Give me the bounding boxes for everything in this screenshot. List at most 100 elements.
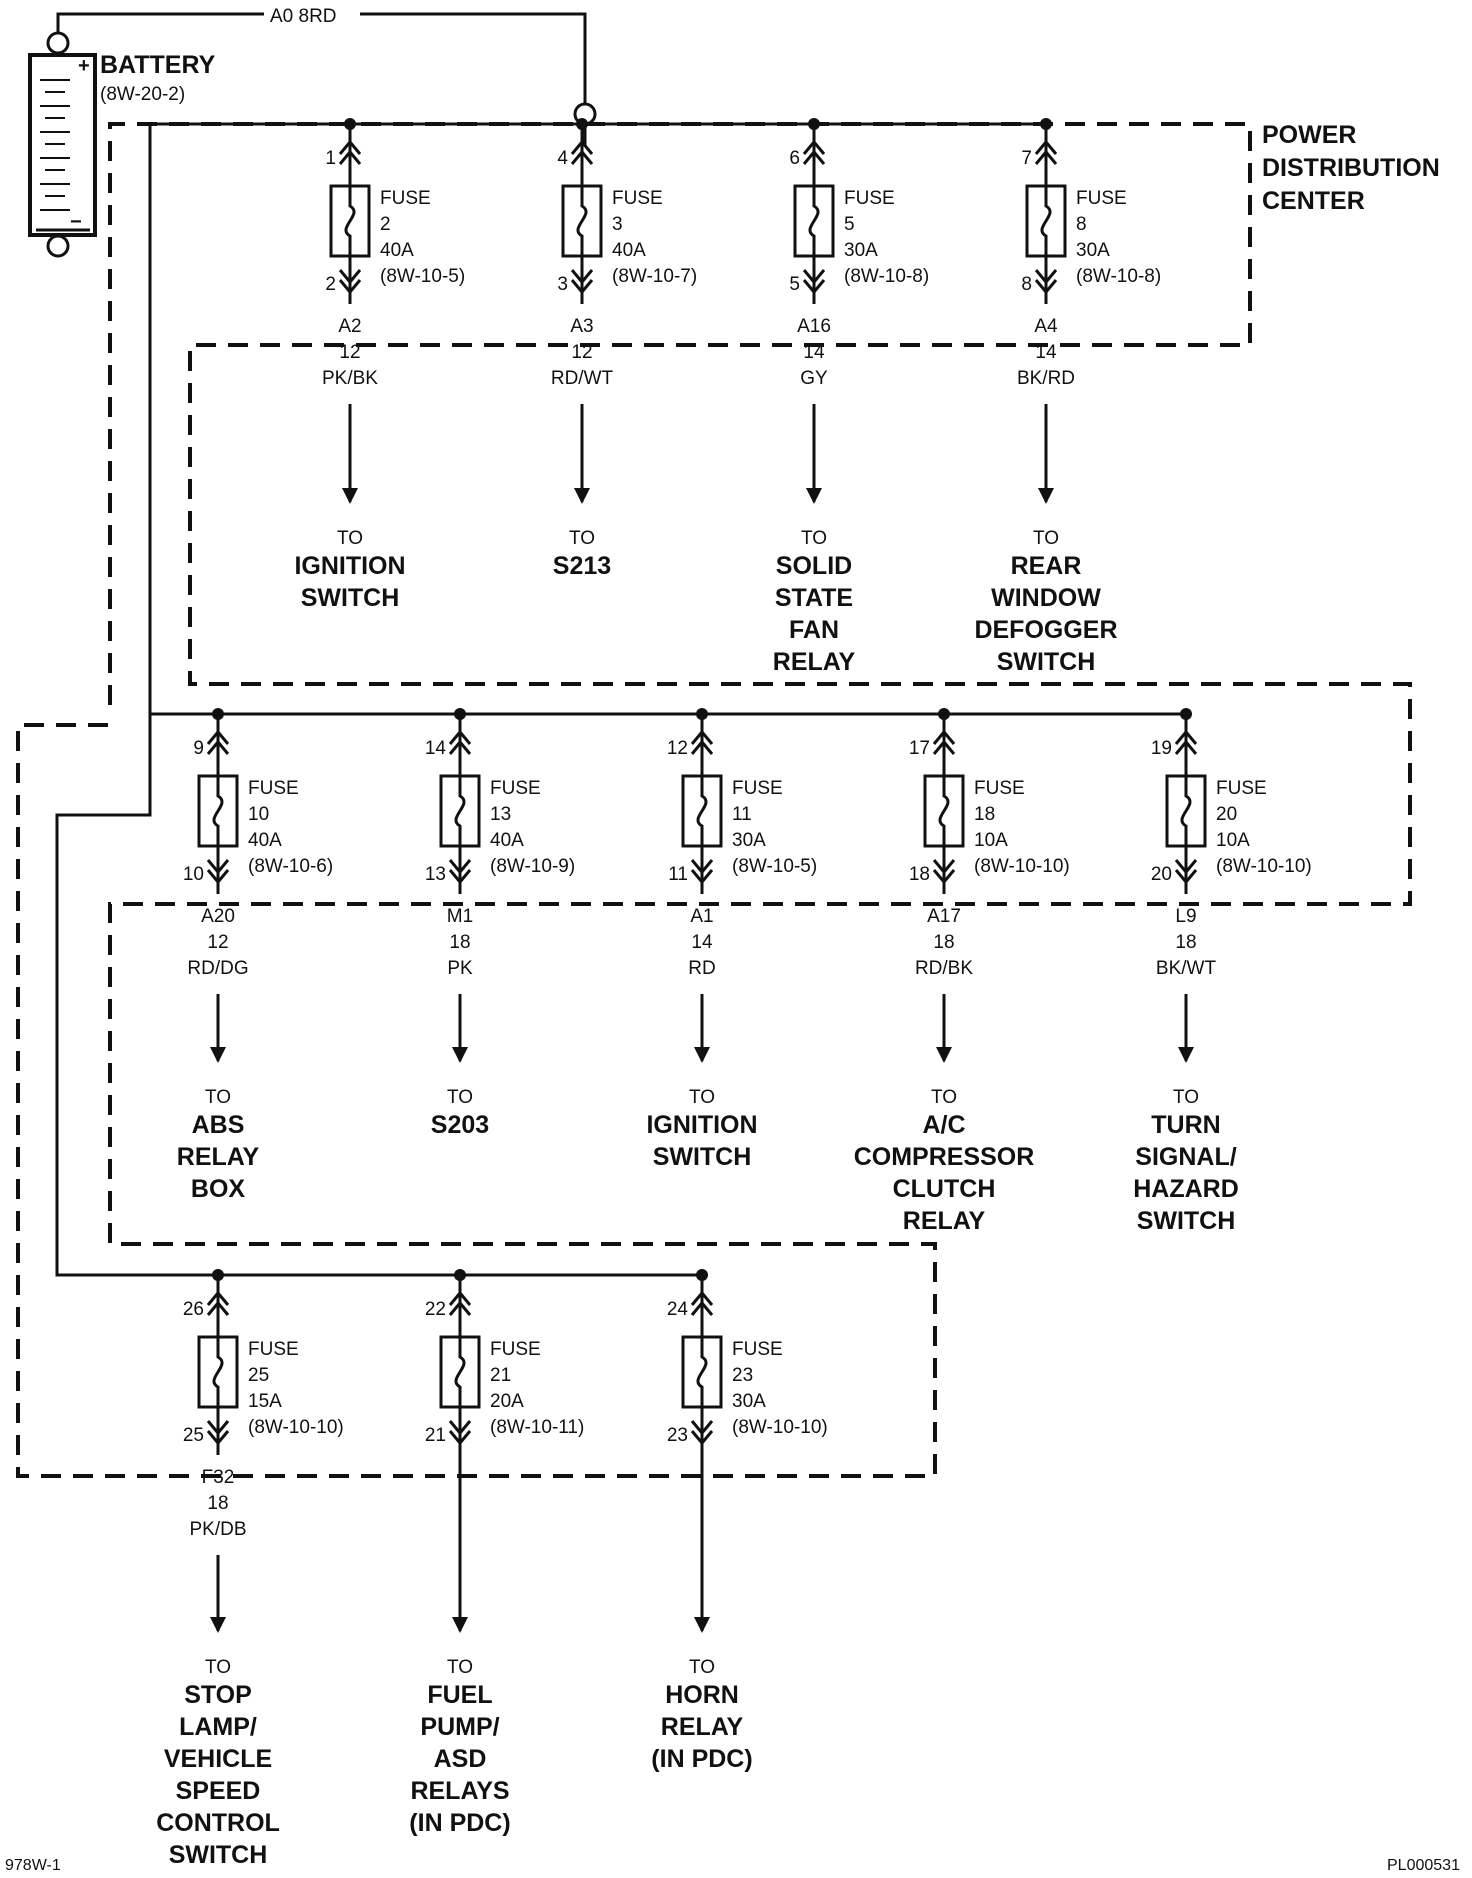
pin-out-label: 23 xyxy=(667,1425,688,1446)
destination-label: ABS xyxy=(192,1111,245,1139)
fuse-number: 18 xyxy=(974,804,995,825)
fuse-word: FUSE xyxy=(844,188,895,209)
fuse-rating: 30A xyxy=(1076,240,1110,261)
fuse-word: FUSE xyxy=(612,188,663,209)
fuse-ref: (8W-10-6) xyxy=(248,856,333,877)
destination-label: RELAY xyxy=(773,648,856,676)
fuse-10: 910FUSE1040A(8W-10-6)A2012RD/DGTOABSRELA… xyxy=(177,708,333,1203)
destination-label: SWITCH xyxy=(997,648,1096,676)
pin-out-label: 25 xyxy=(183,1425,204,1446)
wire-gauge: 14 xyxy=(691,932,713,953)
pin-in-label: 24 xyxy=(667,1299,689,1320)
destination-label: IGNITION xyxy=(294,552,405,580)
destination-label: SIGNAL/ xyxy=(1135,1143,1236,1171)
fuse-rating: 40A xyxy=(248,830,282,851)
pin-out-label: 10 xyxy=(183,864,204,885)
fuse-number: 20 xyxy=(1216,804,1237,825)
destination-label: TURN xyxy=(1151,1111,1220,1139)
fuse-word: FUSE xyxy=(490,1339,541,1360)
pdc-boundary xyxy=(16,122,1412,1478)
wire-color: BK/RD xyxy=(1017,368,1075,389)
fuse-circuits: 12FUSE240A(8W-10-5)A212PK/BKTOIGNITIONSW… xyxy=(156,118,1312,1869)
wire-gauge: 18 xyxy=(449,932,470,953)
fuse-element xyxy=(344,186,356,256)
arrow-icon xyxy=(574,488,590,504)
destination-label: SWITCH xyxy=(169,1841,268,1869)
pin-in-label: 22 xyxy=(425,1299,446,1320)
fuse-word: FUSE xyxy=(1076,188,1127,209)
circuit-id: A3 xyxy=(570,316,593,337)
destination-label: REAR xyxy=(1011,552,1082,580)
pin-in-label: 26 xyxy=(183,1299,204,1320)
fuse-5: 65FUSE530A(8W-10-8)A1614GYTOSOLIDSTATEFA… xyxy=(773,118,929,676)
circuit-id: A4 xyxy=(1034,316,1058,337)
destination-label: A/C xyxy=(922,1111,965,1139)
fuse-element xyxy=(808,186,820,256)
wire-color: RD/DG xyxy=(187,958,248,979)
arrow-icon xyxy=(452,1047,468,1063)
fuse-number: 23 xyxy=(732,1365,753,1386)
to-label: TO xyxy=(689,1087,715,1108)
to-label: TO xyxy=(931,1087,957,1108)
destination-label: SOLID xyxy=(776,552,852,580)
fuse-ref: (8W-10-10) xyxy=(248,1417,344,1438)
wire-gauge: 12 xyxy=(339,342,360,363)
fuse-rating: 15A xyxy=(248,1391,282,1412)
arrow-icon xyxy=(1178,1047,1194,1063)
destination-label: STATE xyxy=(775,584,853,612)
wire-gauge: 12 xyxy=(207,932,228,953)
fuse-ref: (8W-10-11) xyxy=(490,1417,584,1438)
destination-label: FAN xyxy=(789,616,839,644)
battery: + − BATTERY (8W-20-2) xyxy=(28,31,216,258)
fuse-element xyxy=(454,1337,466,1407)
fuse-element xyxy=(1180,776,1192,846)
fuse-element xyxy=(696,776,708,846)
fuse-number: 13 xyxy=(490,804,511,825)
fuse-rating: 10A xyxy=(1216,830,1250,851)
to-label: TO xyxy=(205,1657,231,1678)
fuse-8: 78FUSE830A(8W-10-8)A414BK/RDTOREARWINDOW… xyxy=(974,118,1161,676)
to-label: TO xyxy=(689,1657,715,1678)
pin-out-label: 21 xyxy=(425,1425,446,1446)
fuse-element xyxy=(696,1337,708,1407)
pin-in-label: 19 xyxy=(1151,738,1172,759)
wire-color: BK/WT xyxy=(1156,958,1217,979)
destination-label: CLUTCH xyxy=(893,1175,996,1203)
arrow-icon xyxy=(452,1617,468,1633)
fuse-number: 21 xyxy=(490,1365,511,1386)
fuse-rating: 40A xyxy=(490,830,524,851)
fuse-word: FUSE xyxy=(380,188,431,209)
arrow-icon xyxy=(342,488,358,504)
arrow-icon xyxy=(1038,488,1054,504)
fuse-ref: (8W-10-7) xyxy=(612,266,697,287)
destination-label: SWITCH xyxy=(1137,1207,1236,1235)
destination-label: FUEL xyxy=(427,1681,492,1709)
fuse-element xyxy=(212,1337,224,1407)
destination-label: HAZARD xyxy=(1133,1175,1239,1203)
circuit-id: A1 xyxy=(690,906,713,927)
pin-in-label: 9 xyxy=(193,738,204,759)
arrow-icon xyxy=(694,1617,710,1633)
pdc-title: POWER DISTRIBUTION CENTER xyxy=(1262,121,1440,215)
to-label: TO xyxy=(1173,1087,1199,1108)
fuse-number: 5 xyxy=(844,214,855,235)
destination-label: RELAY xyxy=(661,1713,744,1741)
circuit-id: F32 xyxy=(202,1467,235,1488)
fuse-word: FUSE xyxy=(1216,778,1267,799)
fuse-word: FUSE xyxy=(248,1339,299,1360)
fuse-ref: (8W-10-5) xyxy=(732,856,817,877)
destination-label: WINDOW xyxy=(991,584,1101,612)
pin-out-label: 20 xyxy=(1151,864,1172,885)
arrow-icon xyxy=(210,1617,226,1633)
wire-gauge: 18 xyxy=(933,932,954,953)
destination-label: COMPRESSOR xyxy=(854,1143,1035,1171)
pin-in-label: 6 xyxy=(789,148,800,169)
fuse-21: 2221FUSE2120A(8W-10-11)TOFUELPUMP/ASDREL… xyxy=(409,1269,584,1837)
destination-label: SWITCH xyxy=(653,1143,752,1171)
to-label: TO xyxy=(337,528,363,549)
fuse-ref: (8W-10-9) xyxy=(490,856,575,877)
wire-color: PK/BK xyxy=(322,368,378,389)
pin-in-label: 17 xyxy=(909,738,930,759)
battery-plus: + xyxy=(78,55,90,77)
